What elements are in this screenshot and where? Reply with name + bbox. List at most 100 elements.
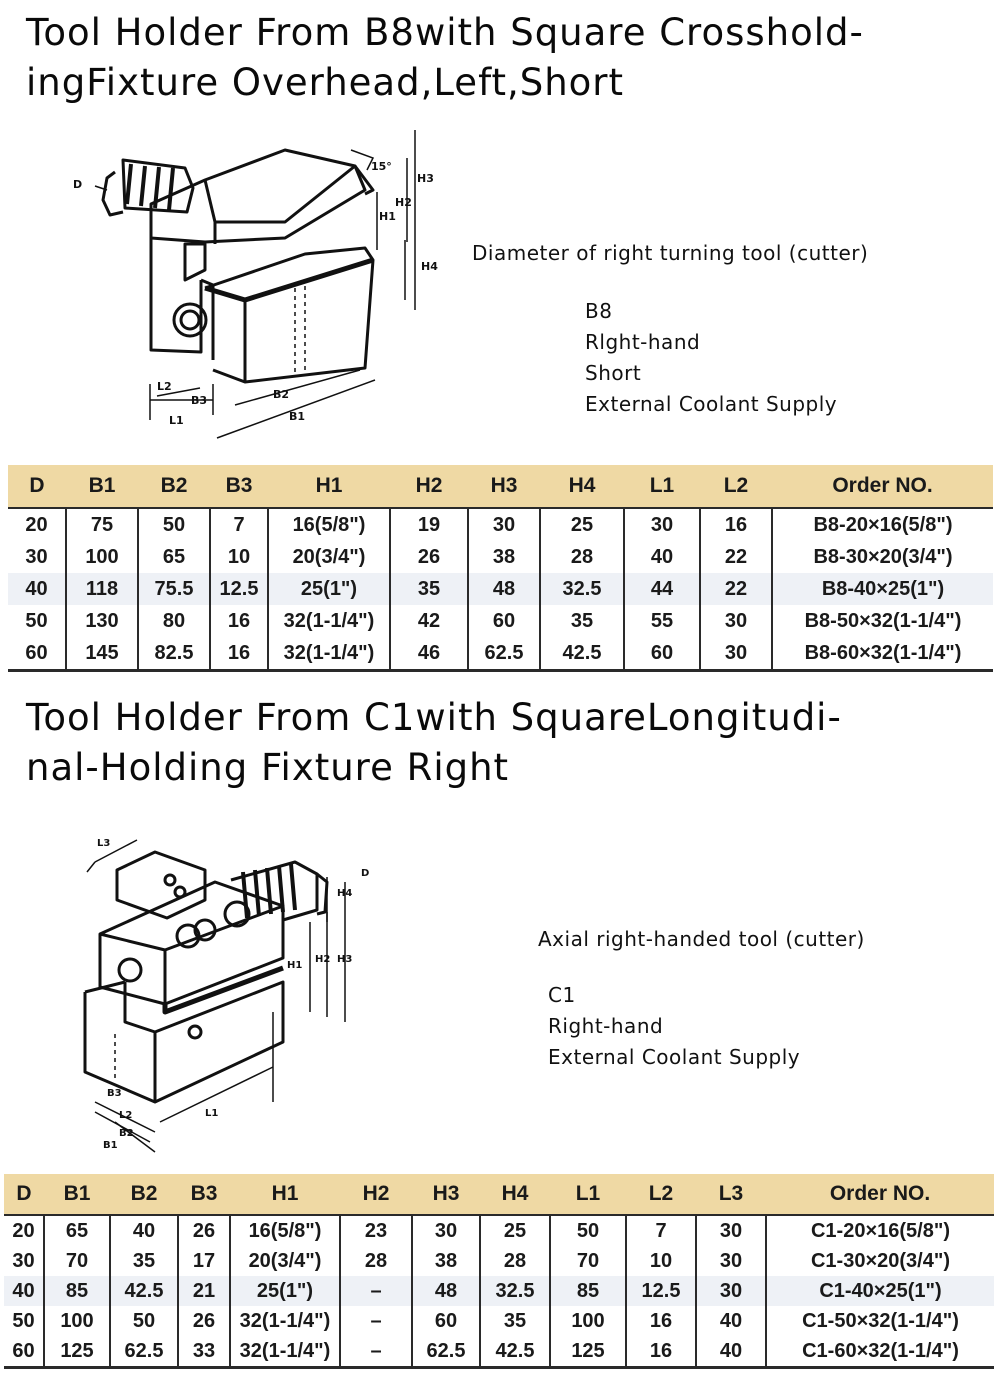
table-cell: 33 — [178, 1336, 231, 1369]
table-cell: 32(1-1/4") — [230, 1306, 341, 1336]
table-row: 50 130 80 16 32(1-1/4") 42 60 35 55 30 B… — [8, 605, 993, 637]
table-row: 20 65 40 26 16(5/8") 23 30 25 50 7 30 C1… — [4, 1214, 994, 1246]
c1-tool-holder-drawing: L3 D H4 H1 H2 H3 B3 L2 L1 B2 B1 — [83, 838, 369, 1153]
table-cell: 40 — [624, 541, 701, 573]
c1-label-b1: B1 — [103, 1140, 118, 1151]
table-cell: 16 — [626, 1336, 697, 1369]
table-cell: 35 — [480, 1306, 551, 1336]
table-cell: 38 — [412, 1246, 481, 1276]
table-cell: 118 — [66, 573, 139, 605]
table-cell-order-no: B8-50×32(1-1/4") — [804, 609, 962, 632]
table-cell: 50 — [138, 507, 211, 541]
table-cell: 40 — [696, 1306, 767, 1336]
table-row: 60 125 62.5 33 32(1-1/4") – 62.5 42.5 12… — [4, 1336, 994, 1369]
section2-title-line-2: nal-Holding Fixture Right — [26, 746, 510, 789]
table-cell: 30 — [696, 1246, 767, 1276]
table-cell: 50 — [550, 1214, 627, 1246]
b8-label-b1: B1 — [289, 410, 305, 423]
table-cell-order-no: C1-60×32(1-1/4") — [766, 1336, 994, 1369]
table-cell: 16 — [210, 605, 269, 637]
table-row: 20 75 50 7 16(5/8") 19 30 25 30 16 B8-20… — [8, 507, 993, 541]
col-header-h2: H2 — [340, 1174, 412, 1215]
col-header-h1: H1 — [230, 1174, 340, 1215]
col-header-b1: B1 — [66, 465, 138, 508]
table-cell: 70 — [550, 1246, 627, 1276]
table-cell: 38 — [468, 541, 541, 573]
table-cell-order-no: B8-60×32(1-1/4") — [772, 637, 993, 672]
c1-label-l2: L2 — [119, 1110, 132, 1121]
table-cell: 80 — [138, 605, 211, 637]
table-cell: 60 — [412, 1306, 481, 1336]
table-cell: 32(1-1/4") — [230, 1336, 341, 1369]
c1-label-h2: H2 — [315, 954, 330, 965]
table-cell: 19 — [390, 507, 469, 541]
table-cell: 28 — [340, 1246, 413, 1276]
col-header-h2: H2 — [390, 465, 468, 508]
table-cell: 75 — [66, 507, 139, 541]
col-header-l1: L1 — [624, 465, 700, 508]
table-cell: 100 — [66, 541, 139, 573]
c1-label-b3: B3 — [107, 1088, 122, 1099]
table-cell-order-no: C1-50×32(1-1/4") — [802, 1309, 959, 1332]
table-cell: 23 — [340, 1214, 413, 1246]
col-header-b2: B2 — [138, 465, 210, 508]
table-cell: 7 — [626, 1214, 697, 1246]
table-cell: 16 — [626, 1306, 697, 1336]
table-cell: 25 — [480, 1214, 551, 1246]
section2-title-line-1: Tool Holder From C1with SquareLongitudi- — [26, 696, 842, 739]
section2-spec-list: C1 Right-hand External Coolant Supply — [548, 980, 800, 1073]
table-cell: 26 — [178, 1214, 231, 1246]
b8-label-h3: H3 — [417, 172, 434, 185]
table-cell: 32(1-1/4") — [268, 637, 391, 672]
table-cell: 42.5 — [480, 1336, 551, 1369]
c1-label-l1: L1 — [205, 1108, 218, 1119]
c1-label-h1: H1 — [287, 960, 302, 971]
table-cell: 20(3/4") — [268, 541, 391, 573]
table-cell: 42.5 — [110, 1276, 179, 1306]
table-cell: 50 — [110, 1306, 179, 1336]
section2-spec-line: External Coolant Supply — [548, 1045, 801, 1069]
table-cell: 35 — [110, 1246, 179, 1276]
table-cell: 22 — [700, 541, 773, 573]
col-header-b2: B2 — [110, 1174, 178, 1215]
b8-table-header-row: D B1 B2 B3 H1 H2 H3 H4 L1 L2 Order NO. — [8, 465, 993, 508]
table-cell: 25(1") — [268, 573, 391, 605]
section1-spec-line: External Coolant Supply — [585, 392, 838, 416]
table-cell: 130 — [66, 605, 139, 637]
table-row: 40 85 42.5 21 25(1") – 48 32.5 85 12.5 3… — [4, 1276, 994, 1306]
table-cell: 62.5 — [110, 1336, 179, 1369]
table-cell: 65 — [138, 541, 211, 573]
col-header-l3: L3 — [696, 1174, 766, 1215]
c1-label-b2: B2 — [119, 1128, 134, 1139]
c1-label-h3: H3 — [337, 954, 352, 965]
col-header-order-no: Order NO. — [766, 1174, 994, 1215]
table-cell: 26 — [178, 1306, 231, 1336]
table-cell: 40 — [8, 573, 67, 605]
b8-label-h1: H1 — [379, 210, 396, 223]
table-cell: 65 — [44, 1214, 111, 1246]
b8-label-l1: L1 — [169, 414, 184, 427]
table-cell: 16(5/8") — [230, 1214, 341, 1246]
table-cell-order-no: B8-20×16(5/8") — [772, 507, 993, 541]
table-cell: 30 — [8, 541, 67, 573]
table-cell: 100 — [550, 1306, 627, 1336]
table-cell: 40 — [110, 1214, 179, 1246]
b8-label-angle: 15° — [371, 160, 392, 173]
section1-spec-line: B8 — [585, 299, 613, 323]
table-cell: 16(5/8") — [268, 507, 391, 541]
c1-label-l3: L3 — [97, 838, 110, 849]
col-header-h3: H3 — [412, 1174, 480, 1215]
table-cell: 30 — [696, 1214, 767, 1246]
table-cell: 50 — [4, 1306, 45, 1336]
table-cell: 35 — [540, 605, 625, 637]
table-cell: 44 — [624, 573, 701, 605]
table-cell: 26 — [390, 541, 469, 573]
table-cell: 10 — [626, 1246, 697, 1276]
b8-label-d: D — [73, 178, 82, 191]
b8-label-b2: B2 — [273, 388, 289, 401]
table-cell: 30 — [624, 507, 701, 541]
col-header-b1: B1 — [44, 1174, 110, 1215]
section1-spec-list: B8 Rlght-hand Short External Coolant Sup… — [585, 296, 837, 420]
table-cell: 28 — [480, 1246, 551, 1276]
section1-spec-line: Short — [585, 361, 642, 385]
